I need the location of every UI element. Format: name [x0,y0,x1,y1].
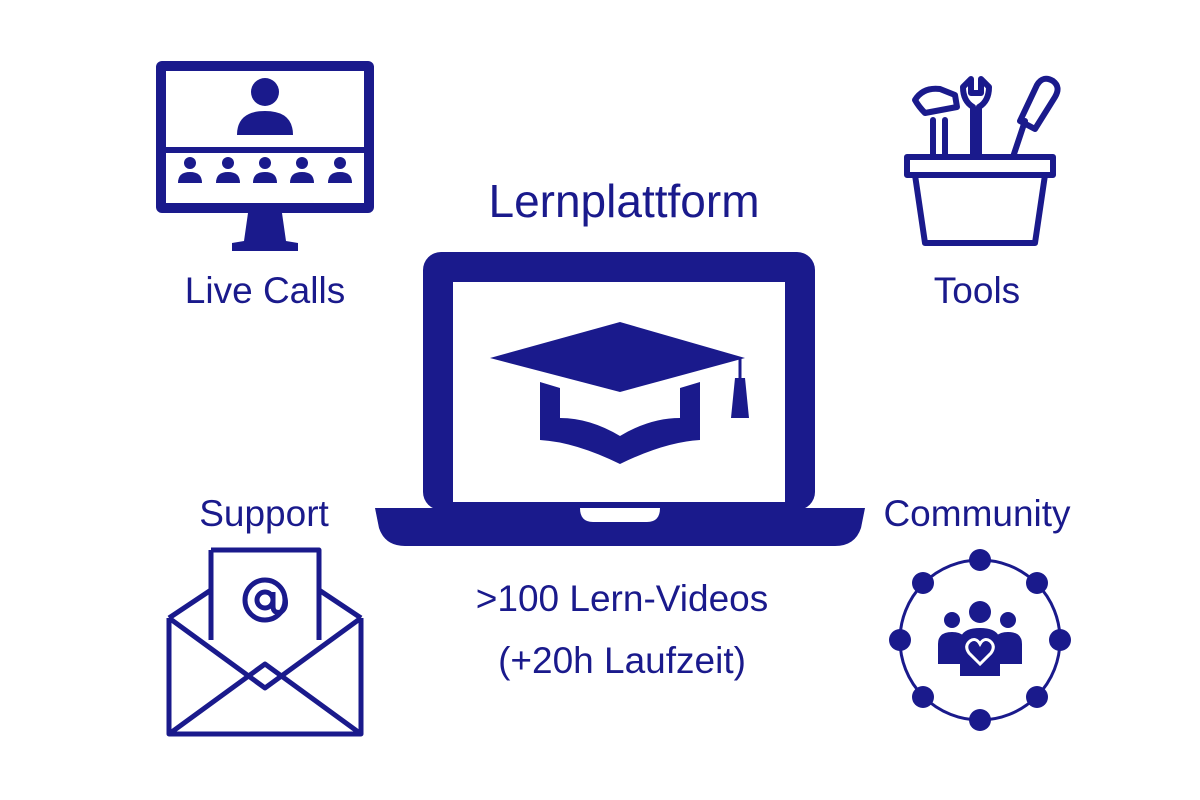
email-envelope-icon [166,547,364,737]
laptop-graduation-cap-icon [375,252,865,546]
center-videos-text: >100 Lern-Videos [475,578,769,619]
tools-label: Tools [933,270,1021,311]
center-runtime-text: (+20h Laufzeit) [498,640,746,681]
community-label: Community [883,493,1071,534]
center-title: Lernplattform [488,175,760,227]
video-conference-monitor-icon [156,61,374,251]
community-circle-icon [889,549,1071,731]
live-calls-label: Live Calls [184,270,346,311]
support-label: Support [199,493,329,534]
toolbox-icon [904,75,1061,246]
